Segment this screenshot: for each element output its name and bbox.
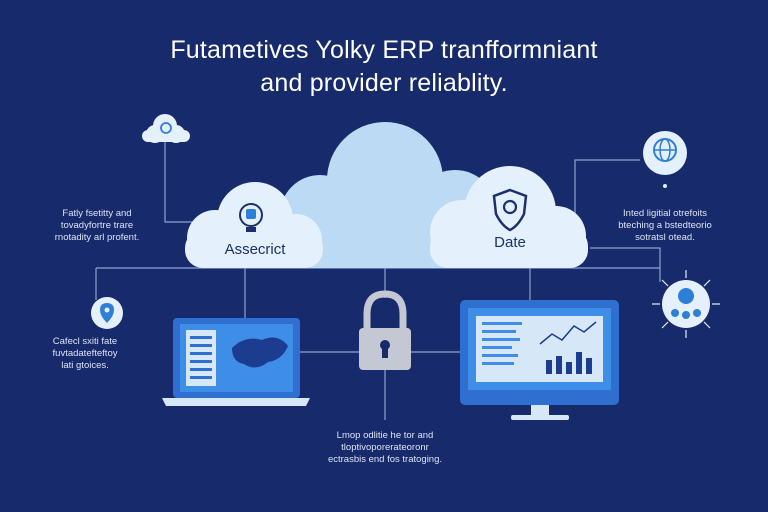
note-line: Lmop odlitie he tor and: [336, 430, 434, 441]
note-top-left: Fatly fsetitty and tovadyfortre trare rn…: [38, 208, 156, 244]
location-pin-icon: [91, 297, 123, 329]
note-bottom: Lmop odlitie he tor and tloptivoporerate…: [305, 430, 465, 466]
note-line: bteching a bstedteorio: [618, 220, 712, 231]
padlock-icon: [359, 290, 411, 370]
note-line: Cafecl sxiti fate: [52, 336, 118, 347]
note-mid-left: Cafecl sxiti fate fuvtadatefteftoy lati …: [30, 336, 140, 372]
note-line: fuvtadatefteftoy: [52, 348, 118, 359]
laptop: [162, 318, 310, 406]
note-line: rnotadity arl profent.: [54, 232, 140, 243]
note-line: sotratsl otead.: [635, 232, 695, 243]
lock-cloud-icon: [142, 114, 190, 143]
note-line: tovadyfortre trare: [60, 220, 134, 231]
note-line: lati gtoices.: [61, 360, 109, 371]
title-line-1: Futametives Yolky ERP tranfformniant: [170, 36, 598, 64]
right-cloud-label: Date: [494, 234, 526, 251]
left-cloud: [185, 182, 323, 268]
note-line: Fatly fsetitty and: [62, 208, 132, 219]
note-line: Inted ligitial otrefoits: [623, 208, 707, 219]
note-top-right: Inted ligitial otrefoits bteching a bste…: [598, 208, 732, 244]
note-line: ectrasbis end fos tratoging.: [327, 454, 443, 465]
note-line: tloptivoporerateoronr: [341, 442, 429, 453]
title-line-2: and provider reliablity.: [260, 69, 508, 97]
left-cloud-label: Assecrict: [224, 241, 286, 258]
desktop-monitor: [460, 300, 619, 420]
lightbulb-icon: [239, 203, 263, 232]
team-network-icon: [652, 270, 720, 338]
shield-icon: [492, 188, 528, 232]
globe-icon: [643, 131, 687, 188]
